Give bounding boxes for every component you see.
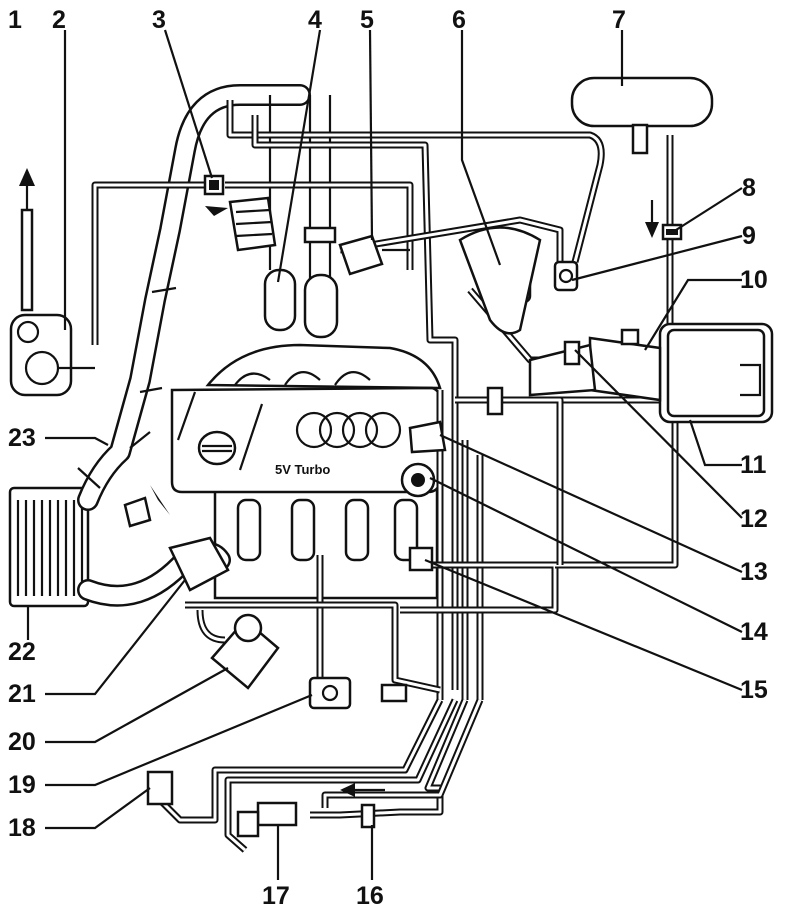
intake-duct-left (263, 268, 297, 332)
purge-valve (553, 260, 579, 292)
callout-23: 23 (8, 424, 36, 452)
hose-clamp (123, 496, 152, 528)
callout-5: 5 (360, 6, 374, 34)
intercooler (8, 486, 90, 608)
solenoid-valve (338, 234, 384, 276)
callout-7: 7 (612, 6, 626, 34)
callout-18: 18 (8, 814, 36, 842)
hose-bundle (157, 698, 484, 853)
pressure-sensor (486, 386, 504, 416)
callout-9: 9 (742, 222, 756, 250)
callout-1: 1 (8, 6, 22, 34)
turbo-housing (458, 226, 542, 335)
inline-check-valve (360, 803, 376, 829)
callout-11: 11 (740, 451, 767, 479)
canister-outlet (631, 123, 649, 155)
callout-12: 12 (740, 505, 768, 533)
vacuum-distributor (408, 420, 447, 454)
charcoal-canister (570, 76, 714, 128)
vent-valve (146, 770, 174, 806)
callout-15: 15 (740, 676, 768, 704)
arrow-up-icon (19, 168, 35, 186)
diverter-valve (210, 618, 280, 690)
engine-block (170, 343, 442, 600)
engine-badge: 5V Turbo (275, 462, 330, 477)
callout-17: 17 (262, 882, 290, 910)
arrow-right-icon (205, 206, 228, 216)
callout-13: 13 (740, 558, 768, 586)
callout-labels: 1 2 3 4 5 6 7 8 9 10 11 12 13 14 15 16 1… (8, 6, 768, 910)
air-mass-connector (620, 328, 640, 346)
arrow-flow-icon (150, 485, 170, 515)
solenoid-port (236, 810, 260, 838)
solenoid-valve-lower (256, 801, 298, 827)
arrow-left-icon (340, 783, 355, 797)
brake-booster-connection (408, 546, 434, 572)
callout-6: 6 (452, 6, 466, 34)
bypass-housing (168, 536, 230, 592)
callout-10: 10 (740, 266, 768, 294)
callout-4: 4 (308, 6, 322, 34)
callout-8: 8 (742, 174, 756, 202)
callout-20: 20 (8, 728, 36, 756)
t-fitting (308, 676, 352, 710)
callout-2: 2 (52, 6, 66, 34)
four-rings-logo (295, 411, 402, 449)
air-mass-meter (588, 336, 662, 402)
callout-16: 16 (356, 882, 384, 910)
callout-22: 22 (8, 638, 36, 666)
callout-3: 3 (152, 6, 166, 34)
callout-14: 14 (740, 618, 768, 646)
inline-fitting (380, 683, 408, 703)
arrow-down-icon (645, 222, 659, 238)
indicator-rod (20, 208, 34, 312)
leader-lines (26, 29, 743, 880)
callout-19: 19 (8, 771, 36, 799)
intake-hose (528, 343, 597, 397)
intake-duct-right (303, 273, 339, 339)
intake-clamp (303, 226, 337, 244)
callout-21: 21 (8, 680, 36, 708)
